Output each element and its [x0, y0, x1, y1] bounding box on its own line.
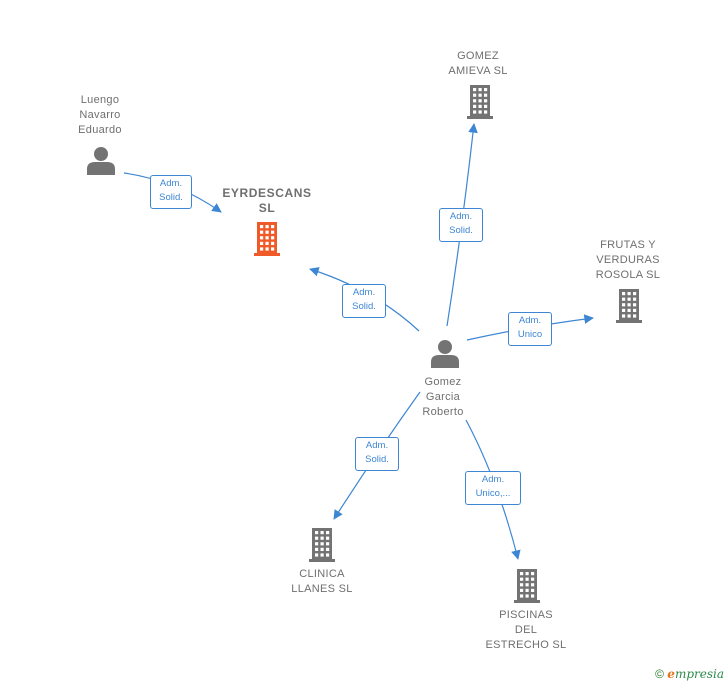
building-icon-gomez-amieva[interactable] — [467, 85, 493, 119]
node-label-piscinas[interactable]: PISCINAS DEL ESTRECHO SL — [485, 609, 567, 651]
building-icon-piscinas[interactable] — [514, 569, 540, 603]
edge-label-roberto-eyrdescans[interactable]: Adm. Solid. — [342, 284, 386, 318]
edge-label-roberto-gomez[interactable]: Adm. Solid. — [439, 208, 483, 242]
node-label-frutas[interactable]: FRUTAS Y VERDURAS ROSOLA SL — [595, 239, 661, 281]
building-icon-eyrdescans[interactable] — [254, 222, 280, 256]
edge-label-roberto-clinica[interactable]: Adm. Solid. — [355, 437, 399, 471]
node-label-gomez-amieva[interactable]: GOMEZ AMIEVA SL — [448, 50, 508, 77]
node-label-eyrdescans[interactable]: EYRDESCANS SL — [222, 186, 312, 215]
node-label-roberto[interactable]: Gomez Garcia Roberto — [422, 376, 464, 418]
edge-label-roberto-piscinas[interactable]: Adm. Unico,... — [465, 471, 521, 505]
edge-label-luengo-eyrdescans[interactable]: Adm. Solid. — [150, 175, 192, 209]
node-label-clinica[interactable]: CLINICA LLANES SL — [291, 568, 353, 595]
building-icon-clinica[interactable] — [309, 528, 335, 562]
node-label-luengo[interactable]: Luengo Navarro Eduardo — [78, 94, 122, 136]
empresia-watermark: © empresia — [655, 667, 724, 681]
building-icon-frutas[interactable] — [616, 289, 642, 323]
edge-label-roberto-frutas[interactable]: Adm. Unico — [508, 312, 552, 346]
person-icon-luengo[interactable] — [87, 147, 115, 175]
person-icon-roberto[interactable] — [431, 340, 459, 368]
